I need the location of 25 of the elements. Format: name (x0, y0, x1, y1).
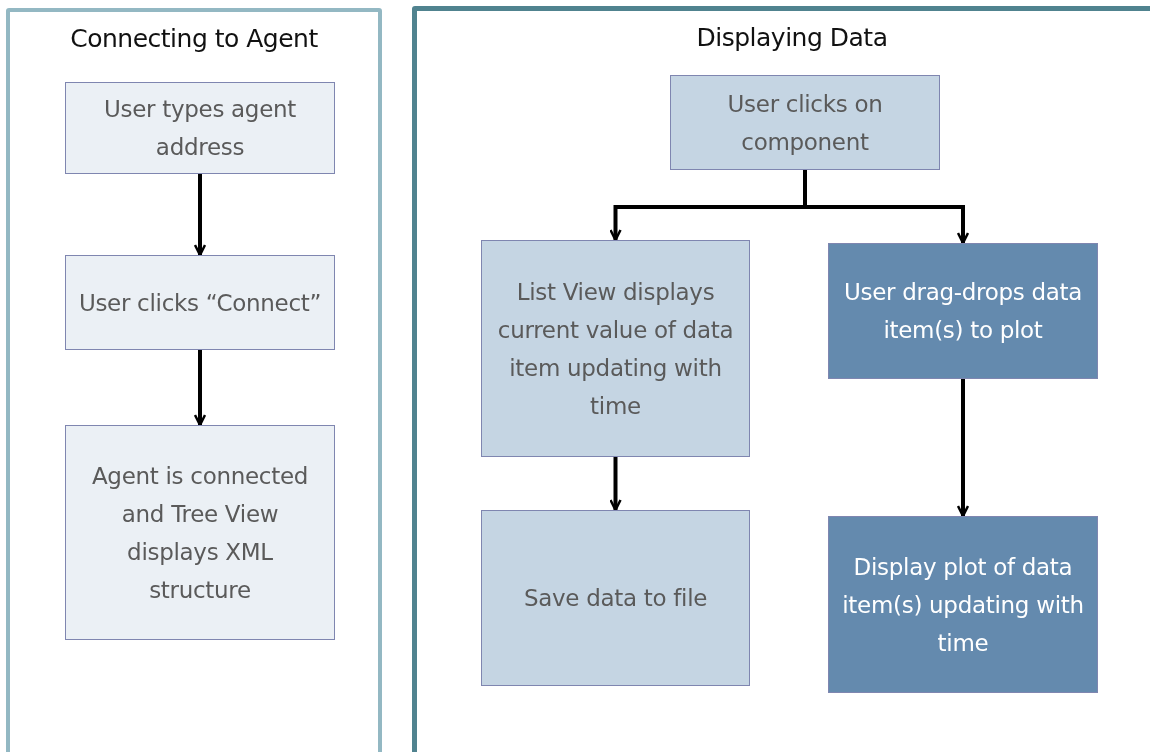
box-text: User clicks on component (726, 89, 884, 157)
process-box (670, 75, 940, 170)
panel-heading: Displaying Data (696, 23, 888, 52)
box-text: User drag-drops data item(s) to plot (842, 278, 1084, 345)
panel-heading: Connecting to Agent (70, 24, 318, 53)
process-box (481, 240, 750, 457)
box-text: User clicks “Connect” (78, 288, 322, 318)
arrow (956, 379, 970, 518)
process-box (828, 516, 1098, 693)
panel (412, 6, 1150, 752)
box-text: List View displays current value of data item updating with time (496, 277, 735, 421)
panel (6, 8, 382, 752)
box-text: Agent is connected and Tree View displays XML structure (90, 461, 310, 605)
box-text: Save data to file (523, 584, 708, 613)
process-box (65, 425, 335, 640)
arrow (803, 170, 970, 245)
process-box (828, 243, 1098, 379)
box-text: Display plot of data item(s) updating with time (841, 552, 1085, 658)
arrow (193, 350, 207, 427)
process-box (481, 510, 750, 686)
box-text: User types agent address (102, 95, 298, 162)
arrow (609, 457, 622, 512)
process-box (65, 82, 335, 174)
arrow (193, 174, 207, 257)
process-box (65, 255, 335, 350)
